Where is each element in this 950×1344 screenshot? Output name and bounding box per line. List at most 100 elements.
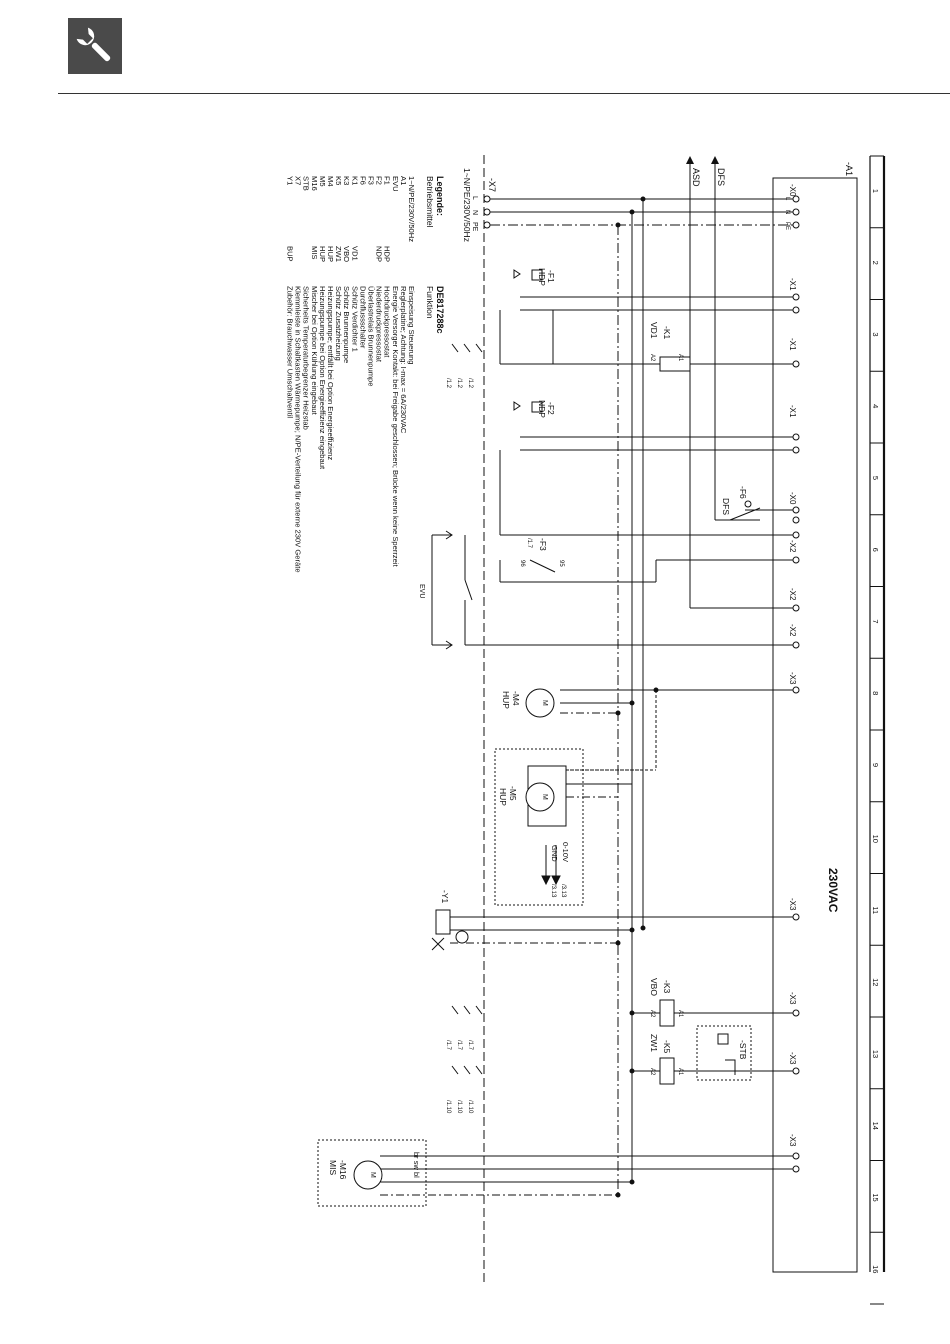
k5-coil-a2: A2 <box>649 1068 655 1076</box>
legend-func: HDP <box>383 246 392 262</box>
column-number: 14 <box>871 1122 880 1130</box>
legend-id: F2 <box>375 176 384 185</box>
column-number: 3 <box>871 332 880 336</box>
m5-option-box <box>494 748 584 906</box>
legend-func: HUP <box>326 246 335 262</box>
feed-pin-l: L <box>471 196 478 200</box>
m4-circuit <box>525 686 800 771</box>
svg-text:-X1: -X1 <box>788 338 797 351</box>
stb-label: -STB <box>738 1040 748 1060</box>
k1-ref-1: /1.2 <box>467 378 473 389</box>
k1-contacts <box>451 343 483 353</box>
stb-box <box>696 1025 752 1081</box>
legend-id: STB <box>302 176 311 191</box>
legend-desc: Reglerplatine; Achtung: I-max = 6A/230VA… <box>399 286 408 434</box>
m5-ref-1: /3.13 <box>560 884 566 898</box>
f6-func: DFS <box>721 498 731 515</box>
k5-ref-1: /1.10 <box>467 1100 473 1114</box>
legend-col2-header: Funktion <box>425 286 435 319</box>
legend-id: F3 <box>367 176 376 185</box>
m4-func: HUP <box>501 691 511 709</box>
k1-func: VD1 <box>649 322 659 339</box>
k5-coil-a1: A1 <box>677 1068 683 1076</box>
legend-col1-header: Betriebsmittel <box>425 176 435 228</box>
legend-id: A1 <box>399 176 408 185</box>
legend-desc: Sicherheits Temperaturbegrenzer Heizstab <box>302 286 311 430</box>
legend-id: K1 <box>350 176 359 185</box>
feed-pin-pe: PE <box>471 222 478 232</box>
output-arrows <box>686 156 796 609</box>
svg-text:L: L <box>784 197 790 201</box>
k3-label: -K3 <box>662 980 672 994</box>
x0-terminal-top: -X0 L N PE <box>784 184 800 230</box>
k3-circuit <box>451 999 800 1027</box>
legend-desc: Klemmleiste in Schaltkasten Wärmepumpe; … <box>294 286 303 573</box>
svg-text:-X1: -X1 <box>788 405 797 418</box>
f3-label: -F3 <box>538 538 548 551</box>
svg-text:-X3: -X3 <box>788 672 797 685</box>
column-number: 5 <box>871 476 880 480</box>
column-number: 2 <box>871 261 880 265</box>
k5-ref-2: /1.10 <box>456 1100 462 1114</box>
m5-label: -M5 <box>508 786 518 801</box>
m5-func: HUP <box>498 788 508 806</box>
column-number: 1 <box>871 189 880 193</box>
k3-ref-3: /1.7 <box>445 1040 451 1051</box>
legend-id: F6 <box>358 176 367 185</box>
legend-id: M4 <box>326 176 335 187</box>
panel-id: -A1 <box>844 162 854 176</box>
m5-signal: 0-10V <box>561 842 570 862</box>
k5-ref-3: /1.10 <box>445 1100 451 1114</box>
svg-text:-X2: -X2 <box>788 624 797 637</box>
k1-ref-2: /1.2 <box>456 378 462 389</box>
legend-id: Y1 <box>286 176 295 185</box>
m16-wires: br sw bl <box>412 1152 421 1178</box>
svg-text:-X0: -X0 <box>788 492 797 505</box>
legend-doc-id: DE817288c <box>435 286 445 334</box>
legend-desc: Zubehör: Brauchwasser Umschaltventil <box>286 286 295 418</box>
output-asd: ASD <box>691 168 701 187</box>
legend-id: EVU <box>391 176 400 192</box>
legend-desc: Heizungspumpe bei Option Energieeffizien… <box>318 286 327 470</box>
f2-label: -F2 <box>546 402 556 415</box>
legend-desc: Niederdruckpressostat <box>375 286 384 363</box>
svg-text:-X1: -X1 <box>788 278 797 291</box>
feed-pin-n: N <box>471 210 478 215</box>
svg-text:-X3: -X3 <box>788 898 797 911</box>
m5-motor: M <box>541 794 548 800</box>
legend-id: M5 <box>318 176 327 187</box>
m5-circuit <box>525 765 643 886</box>
m4-motor: M <box>541 700 548 706</box>
legend-func: VBO <box>342 246 351 262</box>
voltage-label: 230VAC <box>826 868 840 913</box>
legend-id: F1 <box>383 176 392 185</box>
evu-arrow-top <box>432 530 453 540</box>
m4-label: -M4 <box>511 691 521 706</box>
k5-func: ZW1 <box>649 1034 659 1052</box>
svg-text:-X2: -X2 <box>788 540 797 553</box>
m16-func: MIS <box>328 1160 338 1175</box>
legend-func: ZW1 <box>334 246 343 262</box>
m5-ref-2: /3.13 <box>550 884 556 898</box>
m16-label: -M16 <box>338 1160 348 1180</box>
feed-bus <box>490 196 796 228</box>
y1-label: -Y1 <box>440 890 450 904</box>
m16-circuit <box>353 1152 800 1198</box>
legend-func: BUP <box>286 246 295 262</box>
f6-label: -F6 <box>738 486 748 499</box>
svg-text:-X3: -X3 <box>788 992 797 1005</box>
column-number: 12 <box>871 978 880 986</box>
f1-label: -F1 <box>546 270 556 283</box>
column-number: 15 <box>871 1193 880 1201</box>
evu-label: EVU <box>418 584 425 598</box>
legend-id: X7 <box>294 176 303 185</box>
k1-label: -K1 <box>662 326 672 340</box>
f2-circuit <box>499 401 800 535</box>
column-number: 7 <box>871 619 880 623</box>
legend-title: Legende: <box>435 176 445 216</box>
f6-circuit <box>715 500 800 524</box>
column-number: 11 <box>871 906 880 914</box>
